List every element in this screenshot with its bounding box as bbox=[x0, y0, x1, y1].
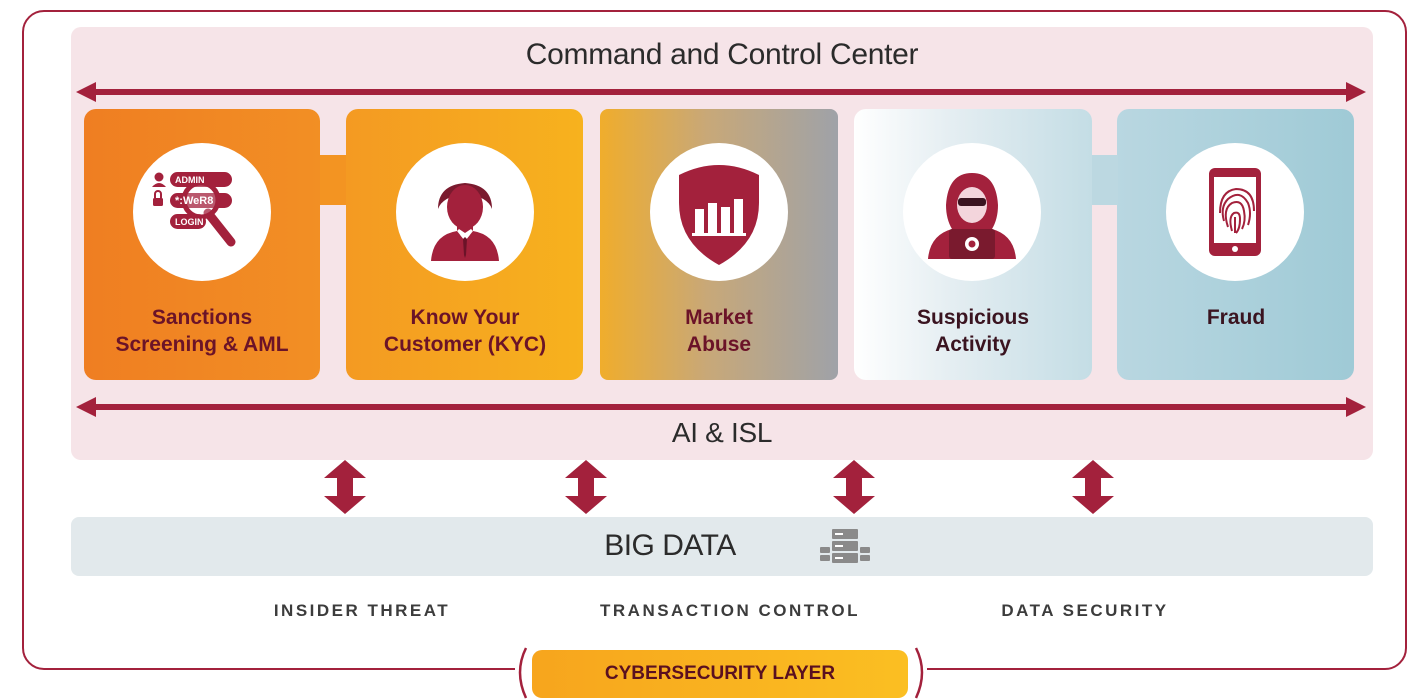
vertical-arrow bbox=[565, 460, 607, 514]
sanctions-icon-circle: ADMIN *:WeR8 LOGIN bbox=[133, 143, 271, 281]
command-control-title: Command and Control Center bbox=[525, 38, 919, 71]
suspicious-icon-circle bbox=[903, 143, 1041, 281]
right-bracket bbox=[914, 647, 924, 699]
market-icon-circle bbox=[650, 143, 788, 281]
top-double-arrow bbox=[76, 82, 1366, 102]
insider-threat-label: INSIDER THREAT bbox=[273, 601, 451, 620]
vertical-arrow bbox=[1072, 460, 1114, 514]
big-data-band bbox=[71, 517, 1373, 576]
businessman-icon bbox=[431, 183, 499, 261]
left-bracket bbox=[518, 647, 528, 699]
transaction-control-label: TRANSACTION CONTROL bbox=[600, 601, 860, 620]
vertical-arrow bbox=[324, 460, 366, 514]
svg-text:ADMIN: ADMIN bbox=[175, 175, 205, 185]
bottom-double-arrow bbox=[76, 397, 1366, 417]
shield-bar-chart-icon bbox=[679, 165, 759, 265]
data-security-label: DATA SECURITY bbox=[1001, 601, 1169, 620]
server-stack-icon bbox=[820, 529, 870, 563]
big-data-label: BIG DATA bbox=[604, 529, 736, 562]
svg-text:LOGIN: LOGIN bbox=[175, 217, 204, 227]
svg-text:*:WeR8: *:WeR8 bbox=[175, 195, 213, 207]
fraud-icon-circle bbox=[1166, 143, 1304, 281]
kyc-icon-circle bbox=[396, 143, 534, 281]
card-connector bbox=[1092, 155, 1118, 205]
ai-isl-label: AI & ISL bbox=[671, 417, 773, 448]
admin-login-magnifier-icon: ADMIN *:WeR8 LOGIN bbox=[152, 172, 236, 247]
fingerprint-phone-icon bbox=[1209, 168, 1261, 256]
card-connector bbox=[320, 155, 346, 205]
cybersecurity-layer-badge: CYBERSECURITY LAYER bbox=[532, 650, 908, 698]
hooded-hacker-icon bbox=[928, 173, 1016, 259]
card-label-fraud: Fraud bbox=[1206, 306, 1266, 329]
vertical-arrow bbox=[833, 460, 875, 514]
